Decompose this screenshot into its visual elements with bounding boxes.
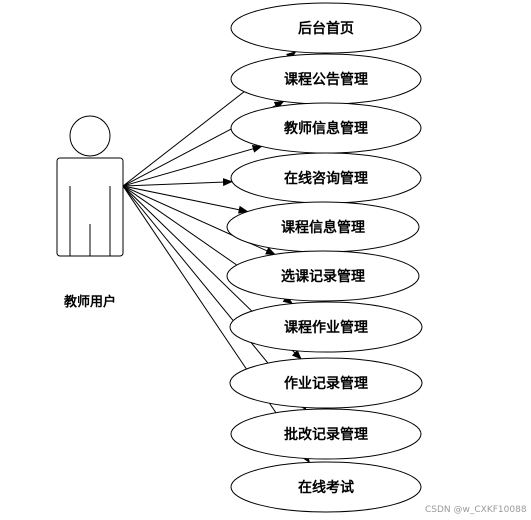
association-arrow — [122, 178, 233, 187]
use-case-ellipse — [226, 250, 420, 302]
use-case-label: 课程作业管理 — [284, 319, 368, 336]
use-case-label: 在线考试 — [298, 479, 354, 496]
use-case: 在线考试 — [230, 461, 422, 513]
use-case: 教师信息管理 — [230, 102, 422, 154]
use-case-ellipse — [229, 357, 423, 409]
use-case-label: 作业记录管理 — [284, 375, 368, 392]
use-case-ellipse — [230, 408, 422, 460]
use-case: 选课记录管理 — [226, 250, 420, 302]
use-case-label: 批改记录管理 — [284, 426, 368, 443]
actor-label: 教师用户 — [63, 294, 116, 310]
watermark: CSDN @w_CXKF10088 — [425, 505, 527, 515]
use-case-nodes: 后台首页课程公告管理教师信息管理在线咨询管理课程信息管理选课记录管理课程作业管理… — [226, 2, 423, 513]
association-arrow — [122, 145, 263, 187]
use-case-label: 课程信息管理 — [281, 219, 365, 236]
association-arrow — [122, 185, 249, 214]
use-case-ellipse — [230, 461, 422, 513]
use-case-label: 在线咨询管理 — [284, 170, 368, 187]
use-case: 课程信息管理 — [226, 201, 420, 253]
use-case: 批改记录管理 — [230, 408, 422, 460]
use-case-label: 教师信息管理 — [284, 120, 368, 137]
use-case: 作业记录管理 — [229, 357, 423, 409]
use-case-ellipse — [230, 2, 422, 54]
use-case: 在线咨询管理 — [230, 152, 422, 204]
use-case-label: 选课记录管理 — [281, 268, 365, 285]
use-case-label: 后台首页 — [298, 20, 354, 37]
actor-head — [69, 115, 111, 157]
use-case: 课程作业管理 — [229, 301, 423, 353]
use-case-label: 课程公告管理 — [284, 71, 368, 88]
use-case: 后台首页 — [230, 2, 422, 54]
actor-figure — [56, 115, 124, 257]
use-case: 课程公告管理 — [230, 53, 422, 105]
use-case-ellipse — [229, 301, 423, 353]
